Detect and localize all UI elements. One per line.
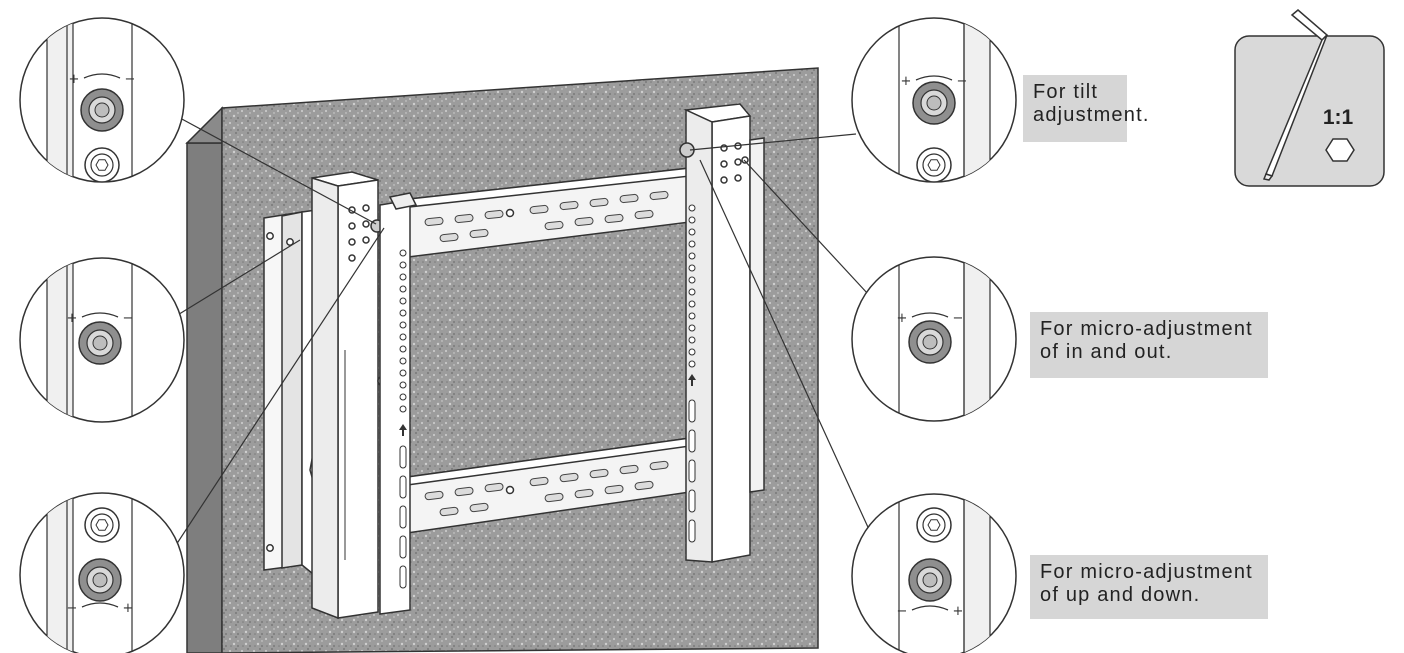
rotate-arrow-icon bbox=[83, 73, 121, 79]
adjust-bolt-icon bbox=[78, 558, 122, 602]
sign-right: − bbox=[953, 311, 964, 326]
tilt-label-line1: For tilt bbox=[1033, 81, 1099, 103]
rotate-arrow-icon bbox=[81, 312, 119, 318]
hex-bolt-icon bbox=[84, 507, 120, 543]
sign-left: − bbox=[897, 604, 908, 619]
adjust-bolt-icon bbox=[78, 321, 122, 365]
hexagon-icon bbox=[1325, 138, 1355, 162]
callout-details: +−+−−++−+−−+ bbox=[19, 17, 1017, 653]
adjust-bolt-icon bbox=[908, 320, 952, 364]
up-down-label-line2: of up and down. bbox=[1040, 584, 1201, 606]
detail-mid-left-bracket-view bbox=[46, 258, 133, 422]
detail-mid-right: +− bbox=[851, 256, 1017, 422]
in-out-adjustment-label: For micro-adjustment of in and out. bbox=[1030, 312, 1268, 378]
detail-bottom-left-bracket-view bbox=[46, 493, 133, 653]
sign-right: + bbox=[953, 604, 964, 619]
sign-left: + bbox=[69, 72, 80, 87]
tilt-label-line2: adjustment. bbox=[1033, 104, 1150, 126]
sign-right: − bbox=[957, 74, 968, 89]
detail-bottom-left: −+ bbox=[19, 492, 185, 653]
sign-left: + bbox=[901, 74, 912, 89]
detail-bottom-right-bracket-view bbox=[898, 494, 991, 653]
left-vertical-bracket bbox=[311, 171, 389, 620]
detail-top-left-bracket-view bbox=[46, 18, 133, 182]
hex-bolt-icon bbox=[916, 507, 952, 543]
rotate-arrow-icon bbox=[915, 75, 953, 81]
in-out-label-line2: of in and out. bbox=[1040, 341, 1173, 363]
sign-right: + bbox=[123, 601, 134, 616]
sign-right: − bbox=[123, 311, 134, 326]
in-out-label-line1: For micro-adjustment bbox=[1040, 318, 1253, 340]
detail-top-left: +− bbox=[19, 17, 185, 183]
tool-card: 1:1 bbox=[1234, 9, 1385, 187]
sign-right: − bbox=[125, 72, 136, 87]
detail-top-right: +− bbox=[851, 17, 1017, 183]
detail-bottom-right: −+ bbox=[851, 493, 1017, 653]
leader-lines bbox=[175, 117, 873, 546]
detail-mid-right-bracket-view bbox=[898, 257, 991, 421]
rotate-arrow-icon bbox=[81, 602, 119, 608]
scale-label: 1:1 bbox=[1323, 106, 1354, 129]
sign-left: + bbox=[897, 311, 908, 326]
detail-top-right-bracket-view bbox=[898, 18, 991, 182]
adjust-bolt-icon bbox=[908, 558, 952, 602]
rotate-arrow-icon bbox=[911, 605, 949, 611]
right-vertical-bracket bbox=[679, 103, 765, 563]
adjust-bolt-icon bbox=[80, 88, 124, 132]
left-hook-bracket bbox=[379, 192, 418, 615]
hex-bolt-icon bbox=[84, 147, 120, 182]
up-down-adjustment-label: For micro-adjustment of up and down. bbox=[1030, 555, 1268, 619]
hex-key-icon bbox=[1262, 9, 1329, 181]
up-down-label-line1: For micro-adjustment bbox=[1040, 561, 1253, 583]
detail-mid-left: +− bbox=[19, 257, 185, 423]
adjust-bolt-icon bbox=[912, 81, 956, 125]
rotate-arrow-icon bbox=[911, 312, 949, 318]
hex-bolt-icon bbox=[916, 147, 952, 182]
sign-left: + bbox=[67, 311, 78, 326]
tilt-adjustment-label: For tilt adjustment. bbox=[1023, 75, 1150, 142]
sign-left: − bbox=[67, 601, 78, 616]
